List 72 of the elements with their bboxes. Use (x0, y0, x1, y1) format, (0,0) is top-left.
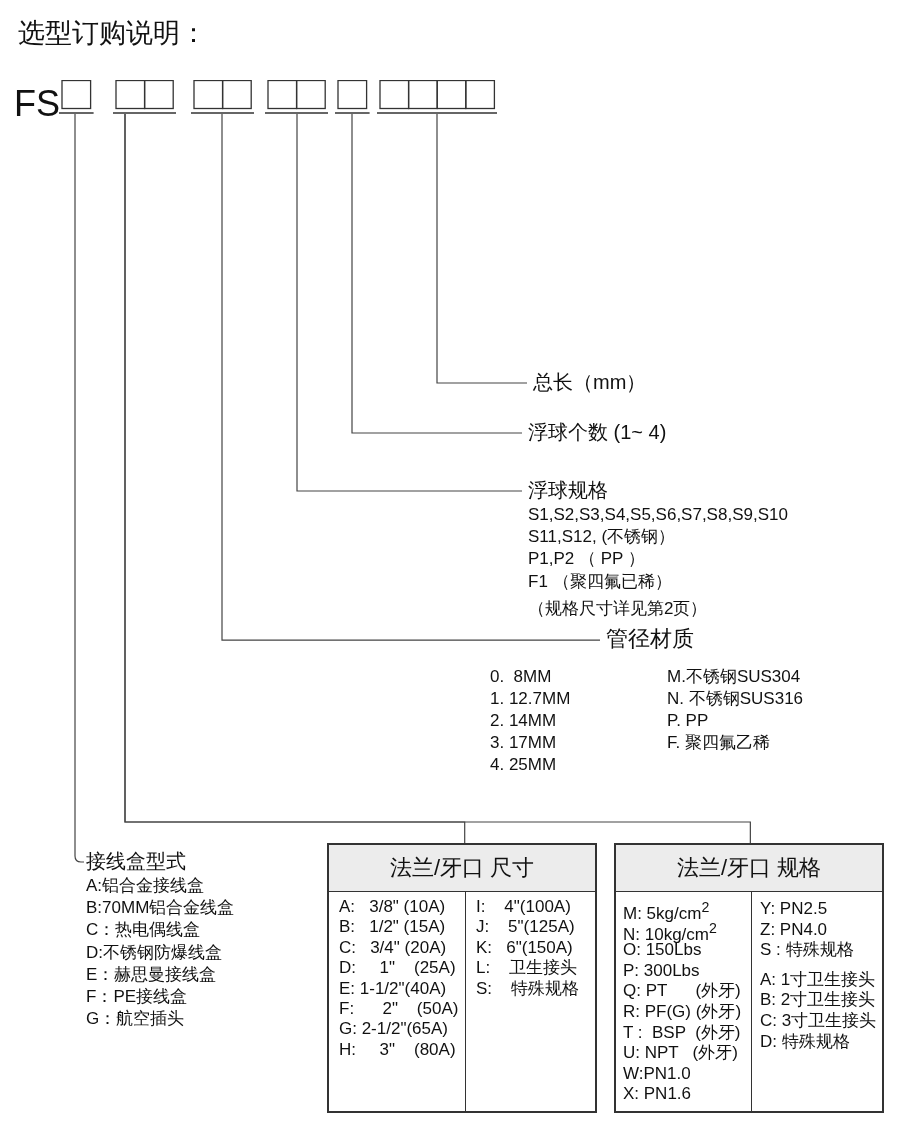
title-text: 选型订购说明： (18, 20, 207, 47)
leader-line (436, 113, 528, 384)
option-text: E：赫思曼接线盒 (86, 965, 217, 983)
option-text: A:铝合金接线盒 (86, 877, 205, 894)
table-entry: Y: PN2.5 (760, 900, 828, 917)
code-slot-boxes (59, 80, 94, 114)
table-entry: I: 4"(100A) (476, 898, 571, 915)
table-entry: H: 3" (80A) (339, 1040, 456, 1058)
table-entry: A: 3/8" (10A) (339, 898, 446, 915)
spec-table (327, 843, 597, 1113)
table-entry: F: 2" (50A) (339, 1000, 459, 1017)
table-entry: C: 3寸卫生接头 (760, 1012, 877, 1029)
table-entry: K: 6"(150A) (476, 938, 573, 956)
option-text: S11,S12, (不锈钢） (528, 528, 676, 546)
option-text: S1,S2,S3,S4,S5,S6,S7,S8,S9,S10 (528, 506, 788, 523)
table-entry: M: 5kg/cm$^{2}$ (623, 900, 710, 922)
table-entry: C: 3/4" (20A) (339, 938, 447, 956)
table-entry: Z: PN4.0 (760, 920, 828, 938)
table-entry: B: 1/2" (15A) (339, 918, 446, 936)
table-entry: T : BSP (外牙) (623, 1023, 741, 1041)
option-text: M.不锈钢SUS304 (667, 668, 801, 685)
option-text: F. 聚四氟乙稀 (667, 734, 770, 751)
option-text: 0. 8MM (490, 668, 552, 685)
leader-line (351, 113, 523, 434)
option-text: P1,P2 （ PP ） (528, 550, 645, 568)
leader-line (74, 113, 85, 863)
heading-text: 接线盒型式 (86, 851, 186, 871)
table-entry: E: 1-1/2"(40A) (339, 979, 447, 997)
option-text: G：航空插头 (86, 1010, 185, 1028)
code-slot-boxes (265, 80, 329, 114)
table-entry: U: NPT (外牙) (623, 1044, 738, 1062)
code-slot-boxes (191, 80, 255, 114)
option-text: C：热电偶线盒 (86, 921, 201, 939)
option-text: P. PP (667, 712, 709, 729)
option-text: 2. 14MM (490, 712, 557, 729)
code-slot-boxes (113, 80, 177, 114)
table-entry: J: 5"(125A) (476, 918, 575, 936)
spec-table (614, 843, 884, 1113)
leader-line (221, 113, 601, 641)
table-entry: A: 1寸卫生接头 (760, 970, 876, 988)
table-entry: G: 2-1/2"(65A) (339, 1020, 449, 1038)
heading-text: 总长（mm） (533, 372, 647, 392)
option-text: D:不锈钢防爆线盒 (86, 943, 222, 961)
code-prefix: FS (14, 86, 60, 122)
option-text: F：PE接线盒 (86, 988, 188, 1005)
code-slot-boxes (377, 80, 498, 114)
option-text: 4. 25MM (490, 756, 557, 773)
code-slot-boxes (335, 80, 370, 114)
table-entry: S: 特殊规格 (476, 979, 579, 997)
table-entry: L: 卫生接头 (476, 959, 578, 977)
table-entry: S : 特殊规格 (760, 941, 854, 959)
table-entry: W:PN1.0 (623, 1064, 691, 1082)
option-text: 1. 12.7MM (490, 690, 571, 707)
heading-text: 管径材质 (606, 628, 694, 650)
table-header: 法兰/牙口 规格 (616, 845, 882, 892)
table-entry: X: PN1.6 (623, 1085, 692, 1103)
table-entry: D: 特殊规格 (760, 1032, 850, 1050)
heading-text: 浮球规格 (528, 480, 608, 500)
leader-line (296, 113, 523, 492)
table-header: 法兰/牙口 尺寸 (329, 845, 595, 892)
option-text: N. 不锈钢SUS316 (667, 690, 804, 707)
option-text: F1 （聚四氟已稀） (528, 572, 672, 590)
leader-line (124, 113, 751, 844)
heading-text: 浮球个数 (1~ 4) (528, 422, 667, 442)
table-entry: P: 300Lbs (623, 961, 700, 979)
option-text: B:70MM铝合金线盒 (86, 899, 235, 917)
table-entry: R: PF(G) (外牙) (623, 1003, 742, 1020)
option-text: 3. 17MM (490, 734, 557, 751)
table-entry: D: 1" (25A) (339, 959, 456, 977)
table-entry: B: 2寸卫生接头 (760, 991, 876, 1009)
table-entry: Q: PT (外牙) (623, 982, 741, 1000)
option-text: （规格尺寸详见第2页） (528, 599, 708, 617)
